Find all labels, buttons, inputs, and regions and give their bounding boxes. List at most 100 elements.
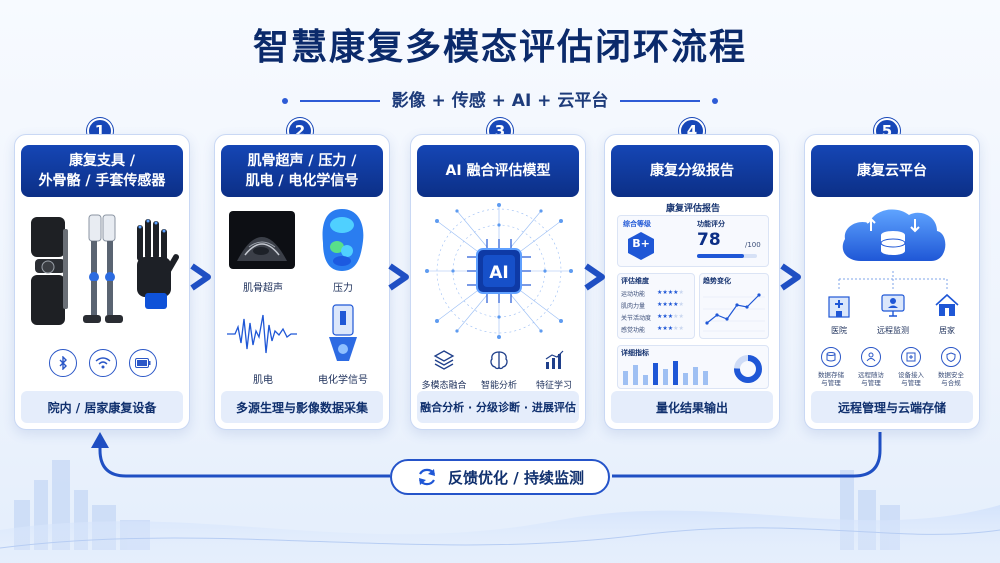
- score-max: /100: [745, 241, 761, 249]
- trend-line-chart: [703, 293, 765, 332]
- card-header: 肌骨超声 / 压力 / 肌电 / 电化学信号: [221, 145, 383, 197]
- service-label-line1: 数据存储: [818, 371, 844, 379]
- score-label: 功能评分: [697, 220, 725, 228]
- feature-label: 多模态融合: [421, 381, 467, 391]
- bluetooth-icon: [49, 349, 77, 377]
- service-label: 远程随访与管理: [851, 371, 891, 387]
- service-label: 数据存储与管理: [811, 371, 851, 387]
- card-footer: 院内 / 居家康复设备: [21, 391, 183, 423]
- card-footer: 量化结果输出: [611, 391, 773, 423]
- refresh-cycle-icon: [419, 468, 436, 486]
- node-label: 医院: [831, 326, 847, 335]
- flow-arrow-icon: [388, 263, 409, 291]
- service-label-line2: 与管理: [861, 379, 881, 387]
- home-icon: [935, 293, 959, 316]
- card-title-line2: 肌电 / 电化学信号: [245, 173, 359, 189]
- ai-chip-label: AI: [489, 263, 509, 283]
- star-rating: ★★★★★: [657, 325, 684, 332]
- feedback-loop-label: 反馈优化 / 持续监测: [390, 459, 610, 495]
- cloud-database-icon: [842, 209, 946, 261]
- node-label: 居家: [939, 326, 955, 335]
- feedback-text: 反馈优化 / 持续监测: [448, 468, 584, 487]
- card-header: 康复分级报告: [611, 145, 773, 197]
- step-card-cloud: 康复云平台 医院 远程监测 居家 数据: [804, 134, 980, 430]
- wifi-icon: [89, 349, 117, 377]
- flow-arrow-icon: [780, 263, 801, 291]
- score-progress-bar: [697, 254, 757, 258]
- knee-brace-icon: [31, 217, 68, 325]
- pressure-map-icon: [322, 209, 364, 271]
- node-label: 远程监测: [877, 326, 909, 335]
- star-rating: ★★★★★: [657, 301, 684, 308]
- electrochemical-sensor-icon: [329, 304, 357, 361]
- star-rating: ★★★★★: [657, 289, 684, 296]
- page-title: 智慧康复多模态评估闭环流程: [252, 27, 747, 68]
- card-title-line2: 外骨骼 / 手套传感器: [38, 173, 166, 189]
- service-label: 设备接入与管理: [891, 371, 931, 387]
- page-subtitle: 影像 + 传感 + AI + 云平台: [0, 86, 1000, 111]
- card-header: AI 融合评估模型: [417, 145, 579, 197]
- card-footer: 远程管理与云端存储: [811, 391, 973, 423]
- bar-chart-icon: [545, 350, 564, 369]
- service-label-line1: 设备接入: [898, 371, 924, 379]
- feature-label: 智能分析: [480, 381, 517, 391]
- score-value: 78: [697, 230, 721, 250]
- card-footer: 融合分析 · 分级诊断 · 进展评估: [417, 391, 579, 423]
- emg-waveform-icon: [227, 314, 297, 354]
- neural-network-illustration: [425, 203, 573, 339]
- card-title-line1: 康复云平台: [857, 163, 927, 179]
- star-rating: ★★★★★: [657, 313, 684, 320]
- feature-label: 特征学习: [535, 381, 572, 391]
- service-label-line2: 与管理: [821, 379, 841, 387]
- grade-shield-icon: [628, 232, 654, 260]
- dimension-panel: [617, 273, 695, 339]
- grade-value: B+: [632, 237, 650, 250]
- battery-icon: [129, 349, 157, 377]
- step-card-signals: 肌骨超声 / 压力 / 肌电 / 电化学信号 肌骨超声 压力 肌电 电化学信号 …: [214, 134, 390, 430]
- grade-label: 综合等级: [623, 220, 651, 228]
- card-title-line1: 康复支具 /: [69, 153, 135, 169]
- detail-bar-chart: [623, 361, 708, 385]
- dimension-name: 运动功能: [621, 291, 646, 298]
- flow-arrow-icon: [190, 263, 211, 291]
- step-card-report: 康复分级报告 康复评估报告 综合等级 B+ 功能评分 78 /100 评估维度 …: [604, 134, 780, 430]
- detail-donut-chart: [734, 355, 762, 383]
- detail-title: 详细指标: [621, 349, 649, 357]
- pressure-label: 压力: [333, 283, 353, 294]
- emg-label: 肌电: [253, 375, 273, 386]
- exoskeleton-icon: [83, 214, 123, 323]
- card-title-line1: 肌骨超声 / 压力 /: [247, 153, 357, 169]
- score-progress-fill: [697, 254, 744, 258]
- service-label-line2: 与合规: [941, 379, 961, 387]
- step-card-ai-model: AI 融合评估模型 AI: [410, 134, 586, 430]
- electrochemical-label: 电化学信号: [318, 375, 368, 386]
- dimension-title: 评估维度: [621, 277, 649, 285]
- card-header: 康复支具 / 外骨骼 / 手套传感器: [21, 145, 183, 197]
- service-label-line1: 数据安全: [938, 371, 964, 379]
- step-card-devices: 康复支具 / 外骨骼 / 手套传感器: [14, 134, 190, 430]
- card-title-line1: AI 融合评估模型: [445, 163, 551, 179]
- dimension-name: 感觉功能: [621, 327, 646, 334]
- followup-icon: [861, 347, 881, 367]
- rehab-devices-illustration: [31, 214, 179, 325]
- card-title-line1: 康复分级报告: [650, 163, 734, 179]
- device-access-icon: [901, 347, 921, 367]
- hospital-icon: [828, 296, 850, 318]
- flow-arrow-icon: [584, 263, 605, 291]
- card-footer: 多源生理与影像数据采集: [221, 391, 383, 423]
- report-heading: 康复评估报告: [665, 204, 720, 214]
- cloud-connection-lines: [838, 271, 948, 291]
- subtitle-text: 影像 + 传感 + AI + 云平台: [391, 91, 609, 111]
- card-header: 康复云平台: [811, 145, 973, 197]
- service-label-line2: 与管理: [901, 379, 921, 387]
- dimension-name: 关节活动度: [621, 315, 652, 322]
- trend-panel: [699, 273, 769, 339]
- trend-title: 趋势变化: [703, 277, 731, 285]
- dimension-name: 肌肉力量: [621, 303, 646, 310]
- ultrasound-label: 肌骨超声: [243, 283, 283, 294]
- ultrasound-image-icon: [229, 211, 295, 269]
- storage-icon: [821, 347, 841, 367]
- service-label-line1: 远程随访: [858, 371, 884, 379]
- brain-icon: [490, 351, 508, 370]
